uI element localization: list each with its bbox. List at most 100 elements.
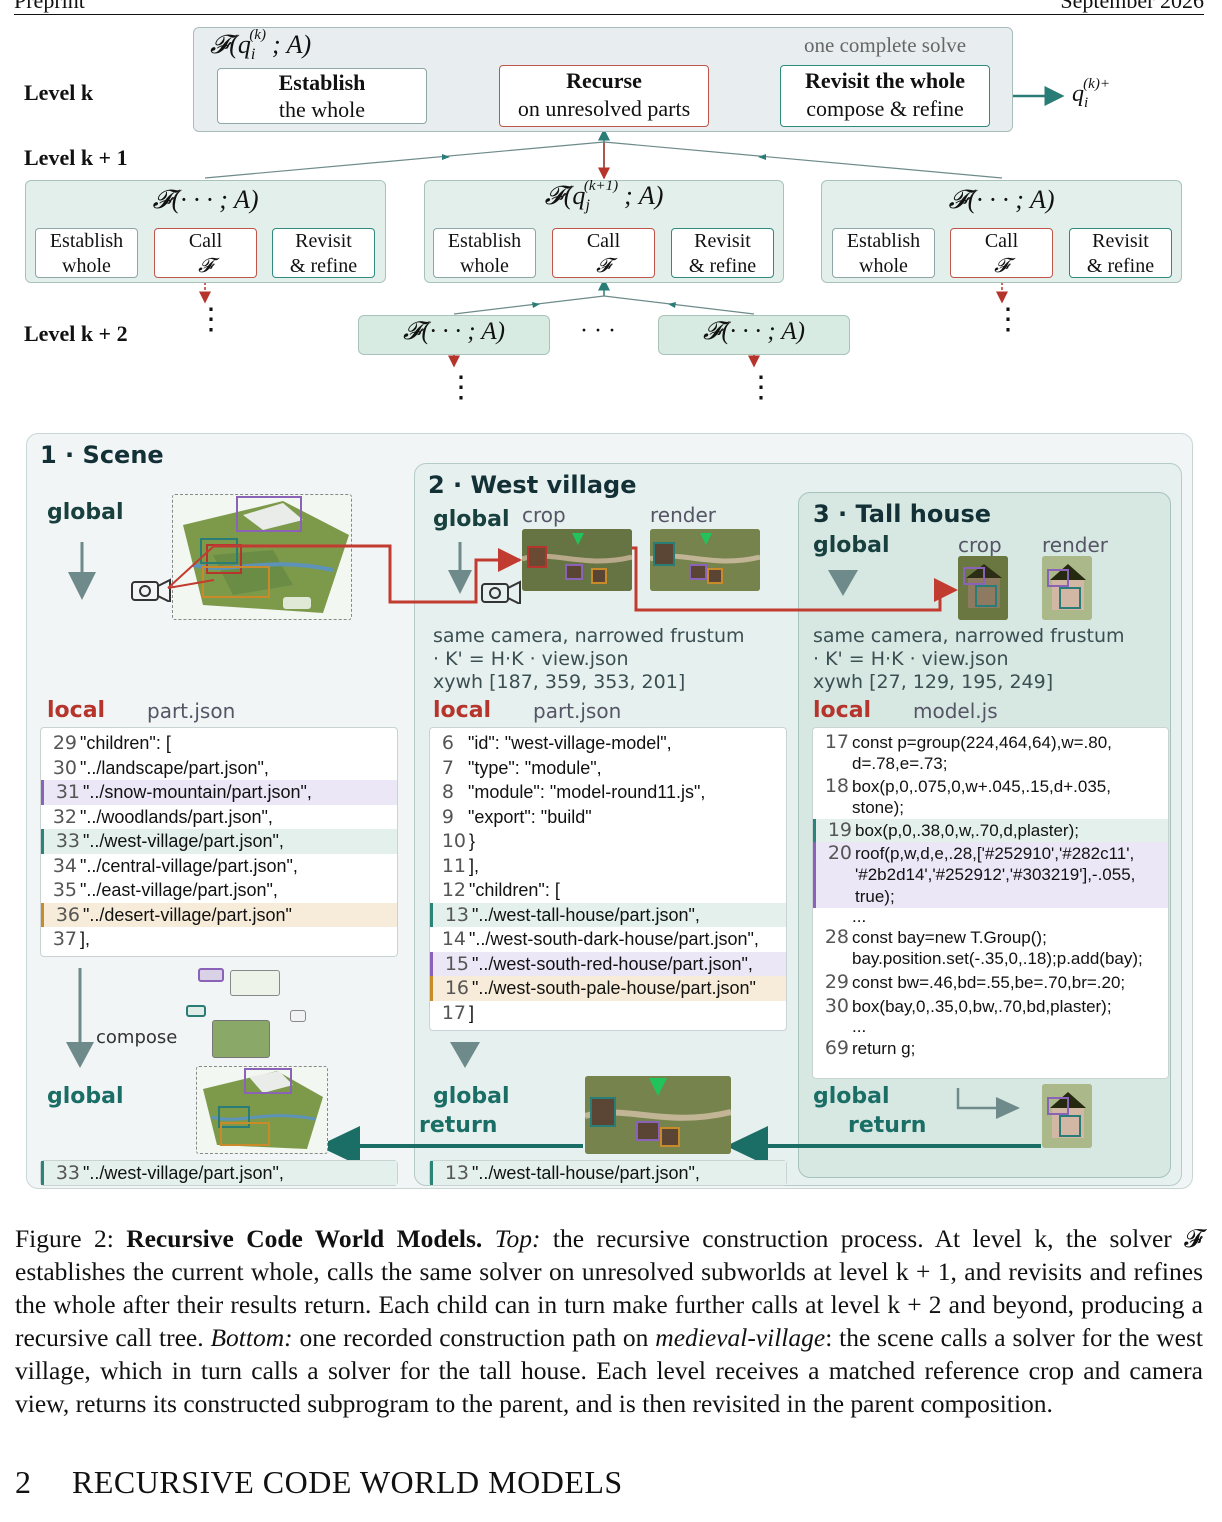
house-global-label: global bbox=[813, 533, 890, 558]
house-local-label: local bbox=[813, 698, 872, 723]
hdots: · · · bbox=[580, 318, 616, 344]
camera-icon-west bbox=[481, 580, 521, 604]
house-returned-image bbox=[1042, 1084, 1092, 1148]
root-formula: 𝓕(qi(k); A) bbox=[210, 27, 312, 64]
left-revisit: Revisit& refine bbox=[272, 228, 375, 278]
west-render-image bbox=[650, 529, 760, 591]
recurse-step: Recurse on unresolved parts bbox=[499, 65, 709, 127]
part-thumb-snow bbox=[198, 968, 224, 982]
establish-step: Establish the whole bbox=[217, 68, 427, 124]
code-line: d=.78,e=.73; bbox=[852, 754, 948, 773]
code-line-highlight-pale-house: 16"../west-south-pale-house/part.json" bbox=[430, 976, 786, 1001]
code-line-highlight-roof: true); bbox=[813, 886, 1168, 908]
scene-global-return-label: global bbox=[47, 1084, 124, 1109]
code-line: 8"module": "model-round11.js", bbox=[441, 781, 706, 803]
house-global-return-label: global bbox=[813, 1084, 890, 1109]
west-local-label: local bbox=[433, 698, 492, 723]
level-k-label: Level k bbox=[24, 80, 94, 105]
code-line: stone); bbox=[852, 798, 904, 817]
west-village-title: 2 · West village bbox=[428, 471, 637, 499]
west-crop-label: crop bbox=[522, 503, 566, 527]
output-label: qi(k)+ bbox=[1072, 76, 1110, 111]
house-return-label: return bbox=[848, 1113, 927, 1138]
scene-composed-image bbox=[196, 1066, 328, 1154]
code-line: 10} bbox=[441, 830, 476, 852]
code-line: 6"id": "west-village-model", bbox=[441, 732, 672, 754]
west-return-line: 13"../west-tall-house/part.json", bbox=[429, 1160, 787, 1186]
revisit-step: Revisit the whole compose & refine bbox=[780, 65, 990, 127]
part-thumb-central bbox=[290, 1010, 306, 1022]
right-revisit: Revisit& refine bbox=[1069, 228, 1172, 278]
code-line-return-tall-house: 13"../west-tall-house/part.json", bbox=[430, 1161, 786, 1185]
child-formula-middle: 𝓕(qj(k+1); A) bbox=[544, 178, 664, 215]
section-title: RECURSIVE CODE WORLD MODELS bbox=[72, 1464, 623, 1500]
west-return-label: return bbox=[419, 1113, 498, 1138]
header-rule bbox=[14, 14, 1204, 15]
grandchild-formula-left: 𝓕(· · · ; A) bbox=[403, 318, 505, 345]
grandchild-solver-left bbox=[358, 315, 550, 355]
vdots-grandchild-left: ⋮ bbox=[446, 371, 476, 404]
west-crop-image bbox=[522, 529, 632, 591]
level-k2-label: Level k + 2 bbox=[24, 321, 128, 346]
code-line: 9"export": "build" bbox=[441, 805, 592, 828]
code-line: bay.position.set(-.35,0,.18);p.add(bay); bbox=[852, 949, 1143, 968]
house-file-name: model.js bbox=[913, 699, 998, 723]
vdots-right: ⋮ bbox=[993, 303, 1023, 336]
scene-file-name: part.json bbox=[147, 699, 236, 723]
west-file-name: part.json bbox=[533, 699, 622, 723]
code-line: 32"../woodlands/part.json", bbox=[52, 805, 273, 828]
code-line: 37], bbox=[52, 928, 91, 950]
house-camera-note: same camera, narrowed frustum · K' = H·K… bbox=[813, 625, 1125, 693]
part-thumb-woodlands bbox=[230, 970, 280, 996]
camera-icon-scene bbox=[131, 578, 171, 602]
code-line-highlight-desert-village: 36"../desert-village/part.json" bbox=[41, 902, 397, 927]
house-render-label: render bbox=[1042, 533, 1108, 557]
code-line-highlight-west-village: 33"../west-village/part.json", bbox=[41, 829, 397, 854]
compose-label: compose bbox=[96, 1027, 178, 1048]
code-line: 7"type": "module", bbox=[441, 756, 602, 779]
code-line: 12"children": [ bbox=[441, 879, 560, 901]
code-line-highlight-red-house: 15"../west-south-red-house/part.json", bbox=[430, 951, 786, 976]
west-code-block: 6"id": "west-village-model", 7"type": "m… bbox=[429, 727, 787, 1031]
scene-render-image bbox=[172, 494, 352, 620]
code-line-return-west-village: 33"../west-village/part.json", bbox=[41, 1161, 397, 1185]
part-thumb-west bbox=[186, 1005, 206, 1017]
vdots-left: ⋮ bbox=[196, 303, 226, 336]
child-formula-left: 𝓕(· · · ; A) bbox=[152, 185, 259, 214]
middle-revisit: Revisit& refine bbox=[671, 228, 774, 278]
code-line: 29"children": [ bbox=[52, 732, 171, 754]
west-global-label: global bbox=[433, 507, 510, 532]
code-line-ellipsis: ... bbox=[852, 1017, 867, 1036]
code-line-highlight-roof: '#2b2d14','#252912','#303219'],-.055, bbox=[813, 864, 1168, 886]
code-line: 34"../central-village/part.json", bbox=[52, 854, 298, 877]
code-line: 11], bbox=[441, 854, 480, 877]
grandchild-formula-right: 𝓕(· · · ; A) bbox=[703, 318, 805, 345]
part-thumb-landscape bbox=[212, 1020, 270, 1058]
code-line-highlight-snow-mountain: 31"../snow-mountain/part.json", bbox=[41, 780, 397, 805]
house-render-image bbox=[1042, 556, 1092, 620]
child-formula-right: 𝓕(· · · ; A) bbox=[948, 185, 1055, 214]
tall-house-title: 3 · Tall house bbox=[813, 500, 992, 528]
vdots-grandchild-right: ⋮ bbox=[746, 371, 776, 404]
figure-caption: Figure 2: Recursive Code World Models. T… bbox=[15, 1224, 1204, 1418]
code-line: 14"../west-south-dark-house/part.json", bbox=[441, 928, 759, 950]
scene-title: 1 · Scene bbox=[40, 441, 164, 469]
code-line: 30"../landscape/part.json", bbox=[52, 756, 269, 779]
section-number: 2 bbox=[15, 1464, 32, 1500]
scene-code-block: 29"children": [ 30"../landscape/part.jso… bbox=[40, 727, 398, 957]
code-line-highlight-tall-house: 13"../west-tall-house/part.json", bbox=[430, 902, 786, 927]
west-composed-image bbox=[585, 1076, 731, 1154]
